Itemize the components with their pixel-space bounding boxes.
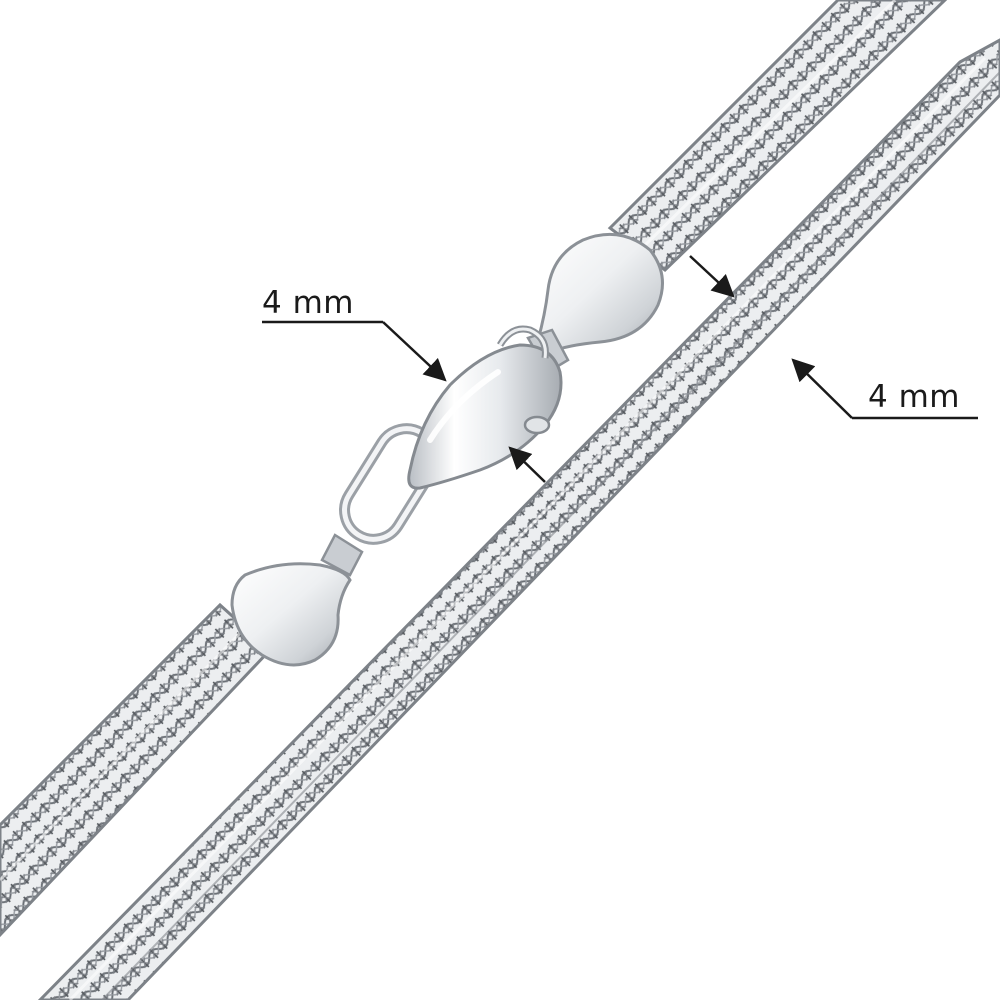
right-chain-strand [37, 38, 1000, 1000]
chain-width-label: 4 mm [868, 379, 960, 415]
upper-end-cap [526, 232, 664, 374]
lobster-clasp [407, 325, 563, 490]
clasp-width-label: 4 mm [262, 285, 354, 321]
clasp-dimension-annotation [262, 320, 546, 483]
chain-dimension-annotation [689, 255, 978, 420]
lower-end-cap [230, 533, 364, 667]
